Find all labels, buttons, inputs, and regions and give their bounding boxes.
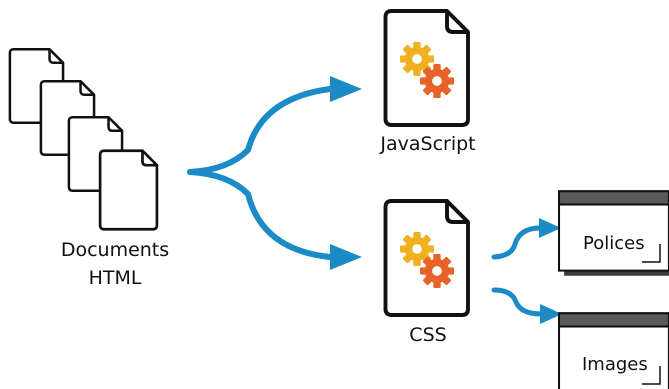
gear-icon xyxy=(420,254,454,288)
images-label: Images xyxy=(582,354,648,375)
css-output-arrows xyxy=(491,225,544,317)
arrow-to-images xyxy=(491,287,544,317)
document-icon xyxy=(98,149,159,231)
javascript-label: JavaScript xyxy=(379,133,475,155)
gear-icon xyxy=(420,64,454,98)
css-file-icon xyxy=(383,199,470,317)
arrow-to-css xyxy=(187,169,333,260)
html-label: HTML xyxy=(89,267,142,289)
javascript-file-icon xyxy=(383,9,470,127)
polices-box xyxy=(558,190,669,276)
arrowhead-css xyxy=(330,244,362,270)
page-curl-icon xyxy=(642,366,661,385)
arrow-to-javascript xyxy=(187,86,333,175)
arrowhead-javascript xyxy=(330,76,362,102)
arrowhead-images xyxy=(540,304,562,324)
polices-label: Polices xyxy=(583,233,645,254)
documents-stack-icon xyxy=(8,47,159,231)
branch-arrows xyxy=(187,86,333,260)
arrowhead-polices xyxy=(539,218,561,238)
documents-label: Documents xyxy=(61,239,169,261)
arrow-to-polices xyxy=(491,225,543,260)
css-label: CSS xyxy=(409,324,446,346)
images-box xyxy=(558,312,669,389)
page-curl-icon xyxy=(642,244,661,263)
